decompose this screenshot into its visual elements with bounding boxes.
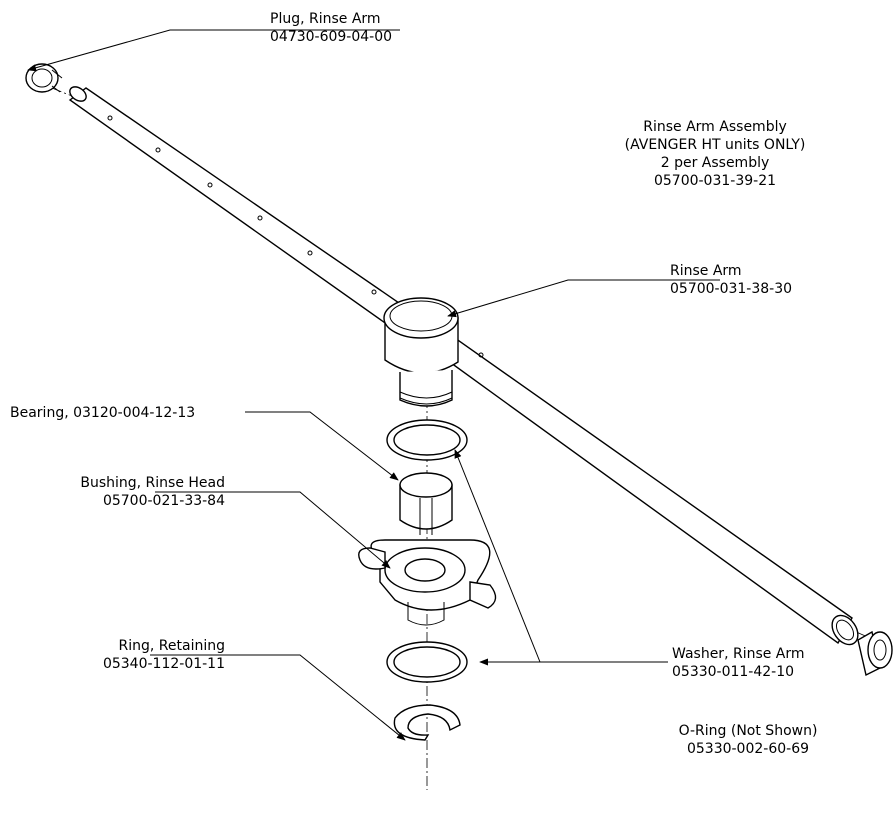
bearing-leader: [245, 411, 399, 481]
ring-name: Ring, Retaining: [118, 638, 225, 654]
rinse-head-part: [358, 539, 497, 626]
ring-leader: [150, 654, 406, 741]
bushing-name: Bushing, Rinse Head: [80, 475, 225, 491]
plug-part-number: 04730-609-04-00: [270, 29, 393, 45]
assembly-qty: 2 per Assembly: [660, 155, 770, 171]
bushing-leader: [155, 491, 391, 569]
assembly-title: Rinse Arm Assembly: [643, 119, 787, 135]
bearing-label: Bearing, 03120-004-12-13: [10, 404, 195, 422]
rinse-arm-part-number: 05700-031-38-30: [670, 281, 793, 297]
ring-label: Ring, Retaining 05340-112-01-11: [30, 637, 225, 673]
bearing-part: [386, 419, 468, 461]
assembly-label: Rinse Arm Assembly (AVENGER HT units ONL…: [600, 118, 830, 190]
rinse-arm-hub: [383, 297, 459, 407]
oring-label: O-Ring (Not Shown) 05330-002-60-69: [648, 722, 848, 758]
right-plug-part: [857, 630, 893, 677]
assembly-note: (AVENGER HT units ONLY): [624, 137, 806, 153]
oring-part-number: 05330-002-60-69: [686, 741, 810, 757]
rinse-arm-right-tube: [438, 337, 859, 646]
rinse-arm-name: Rinse Arm: [670, 263, 742, 279]
rinse-arm-left-tube: [68, 86, 403, 326]
oring-name: O-Ring (Not Shown): [678, 723, 818, 739]
plug-label: Plug, Rinse Arm 04730-609-04-00: [270, 10, 392, 46]
bushing-part-number: 05700-021-33-84: [102, 493, 225, 509]
bearing-text: Bearing, 03120-004-12-13: [10, 405, 196, 421]
washer-leader-upper: [454, 449, 541, 663]
washer-part-number: 05330-011-42-10: [672, 664, 795, 680]
washer-label: Washer, Rinse Arm 05330-011-42-10: [672, 645, 805, 681]
plug-name: Plug, Rinse Arm: [270, 11, 381, 27]
rinse-arm-label: Rinse Arm 05700-031-38-30: [670, 262, 792, 298]
ring-part-number: 05340-112-01-11: [102, 656, 225, 672]
washer-name: Washer, Rinse Arm: [672, 646, 805, 662]
bushing-part: [399, 472, 453, 535]
rinse-arm-leader: [447, 279, 720, 318]
left-plug-part: [25, 63, 63, 93]
retaining-ring-part: [393, 704, 461, 741]
assembly-part-number: 05700-031-39-21: [653, 173, 777, 189]
bushing-label: Bushing, Rinse Head 05700-021-33-84: [30, 474, 225, 510]
washer-part: [386, 641, 468, 683]
plug-leader: [27, 29, 400, 72]
